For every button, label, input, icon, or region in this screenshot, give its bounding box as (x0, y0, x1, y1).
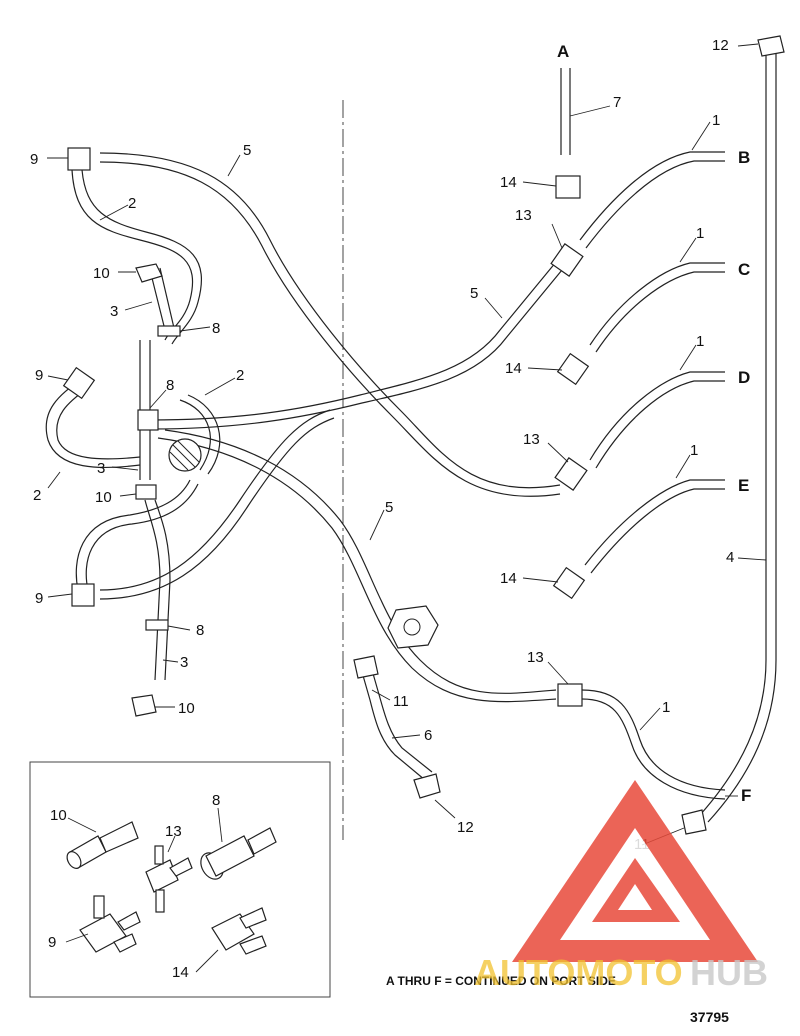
callout-4: 4 (726, 549, 734, 566)
callout-1: 1 (696, 333, 704, 350)
callout-8: 8 (166, 377, 174, 394)
watermark-text-hub: HUB (690, 952, 768, 993)
callout-12: 12 (457, 819, 474, 836)
letter-d: D (738, 368, 750, 387)
fitting-9-b (62, 366, 96, 400)
inset-fitting-8 (200, 827, 277, 880)
callout-14: 14 (505, 360, 522, 377)
fitting-12-a (757, 35, 785, 57)
callout-1: 1 (712, 112, 720, 129)
callout-12: 12 (712, 37, 729, 54)
fitting-8-a (137, 409, 159, 431)
hose-1-c (589, 262, 725, 353)
callout-1: 1 (696, 225, 704, 242)
automotohub-watermark (512, 780, 758, 962)
fitting-9-c (71, 583, 95, 607)
fitting-14-b (556, 352, 590, 386)
hose-7 (560, 68, 571, 155)
callout-3: 3 (110, 303, 118, 320)
port-side-letters: A B C D E F (557, 42, 751, 805)
hose-5-upper (99, 152, 561, 497)
hose-1-b (579, 151, 725, 249)
callout-2: 2 (128, 195, 136, 212)
callout-13: 13 (527, 649, 544, 666)
hose-2-mid (45, 379, 141, 469)
hose-6 (361, 669, 433, 781)
letter-e: E (738, 476, 749, 495)
fittings-inset: 10 13 8 9 14 (29, 761, 331, 998)
callout-14: 14 (500, 174, 517, 191)
letter-f: F (741, 786, 751, 805)
fitting-11-a (353, 655, 379, 679)
callout-9: 9 (35, 367, 43, 384)
inset-callout-10: 10 (50, 807, 67, 824)
callout-10: 10 (95, 489, 112, 506)
callout-5: 5 (470, 285, 478, 302)
figure-number: 37795 (690, 1009, 729, 1025)
continuation-note: A THRU F = CONTINUED ON PORT SIDE (386, 974, 616, 988)
callout-3: 3 (180, 654, 188, 671)
letter-c: C (738, 260, 750, 279)
fitting-14-a (555, 175, 581, 199)
callout-13: 13 (515, 207, 532, 224)
fitting-10-b (135, 484, 157, 500)
inset-callout-13: 13 (165, 823, 182, 840)
fitting-8-b (157, 325, 181, 337)
callout-6: 6 (424, 727, 432, 744)
hose-1-d (589, 371, 725, 469)
fitting-9-a (67, 147, 91, 171)
inset-callout-9: 9 (48, 934, 56, 951)
fitting-10-c (131, 694, 157, 717)
fitting-13-a (550, 243, 584, 277)
callout-3: 3 (97, 460, 105, 477)
inset-callout-14: 14 (172, 964, 189, 981)
hose-1-e (584, 479, 725, 574)
callout-11: 11 (393, 693, 409, 710)
callout-9: 9 (30, 151, 38, 168)
callout-9: 9 (35, 590, 43, 607)
inset-fitting-9 (79, 895, 141, 953)
inset-fitting-10 (66, 821, 139, 869)
callout-2: 2 (33, 487, 41, 504)
callout-5: 5 (243, 142, 251, 159)
watermark-text-automoto: AUTOMOTO (474, 952, 683, 993)
callout-13: 13 (523, 431, 540, 448)
hose-1-f (581, 689, 726, 800)
fitting-12-b (413, 773, 441, 799)
fitting-13-b (554, 457, 588, 491)
callout-14: 14 (500, 570, 517, 587)
inset-fitting-14 (211, 907, 267, 955)
hose-2-top (71, 169, 203, 345)
hose-9-lower (75, 409, 335, 600)
inset-fitting-13 (145, 845, 193, 913)
callout-7: 7 (613, 94, 621, 111)
callout-2: 2 (236, 367, 244, 384)
fitting-13-c (557, 683, 583, 707)
inset-callout-8: 8 (212, 792, 220, 809)
hose-2-right (179, 394, 221, 475)
callout-1: 1 (690, 442, 698, 459)
letter-b: B (738, 148, 750, 167)
callout-1: 1 (662, 699, 670, 716)
fitting-10-a (135, 263, 163, 283)
hose-5-middle (149, 261, 563, 430)
callout-8: 8 (212, 320, 220, 337)
hatched-port (168, 438, 202, 472)
callout-10: 10 (93, 265, 110, 282)
fitting-14-c (552, 566, 586, 600)
callout-5: 5 (385, 499, 393, 516)
callout-labels: 9 5 2 10 3 8 9 8 2 3 2 10 9 8 3 10 5 5 1… (30, 37, 734, 853)
letter-a: A (557, 42, 569, 61)
callout-8: 8 (196, 622, 204, 639)
fitting-11-b (681, 809, 707, 835)
hose-5-lower (157, 429, 557, 703)
callout-10: 10 (178, 700, 195, 717)
center-fitting (387, 605, 439, 649)
fitting-8-c (145, 619, 169, 631)
hose-4 (699, 50, 777, 823)
